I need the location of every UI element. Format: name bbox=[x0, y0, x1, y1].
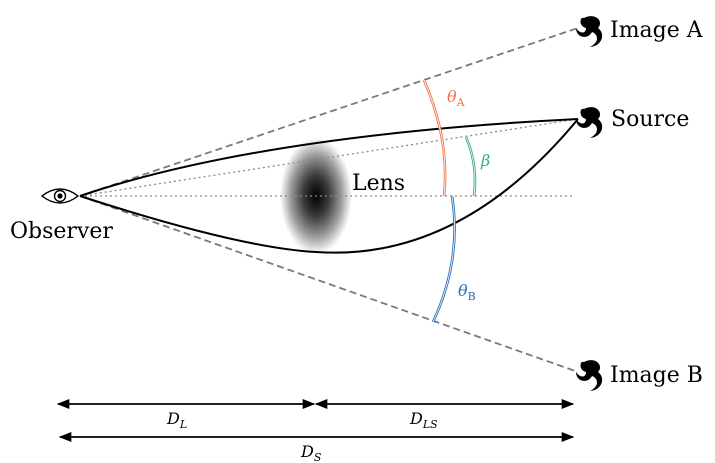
image-a-label: Image A bbox=[610, 18, 704, 43]
source-galaxy-icon bbox=[576, 107, 603, 138]
source-label: Source bbox=[611, 107, 689, 132]
image-b-label: Image B bbox=[610, 363, 703, 388]
observer-source-dotted-line bbox=[79, 118, 579, 197]
d-ls-label: DLS bbox=[409, 409, 438, 431]
beta-arc bbox=[464, 136, 477, 197]
beta-label: β bbox=[480, 151, 490, 170]
image-a-galaxy-icon bbox=[576, 16, 603, 47]
lens-label: Lens bbox=[352, 171, 405, 196]
beta-arc-inner bbox=[465, 136, 476, 197]
theta-a-arc-inner bbox=[423, 79, 446, 197]
theta-b-arc bbox=[431, 195, 456, 323]
theta-b-label: θB bbox=[458, 281, 476, 303]
eye-icon bbox=[40, 188, 80, 204]
theta-a-label: θA bbox=[447, 87, 466, 109]
observer-image-b-dashed-line bbox=[79, 195, 579, 373]
light-path-lower bbox=[79, 118, 579, 254]
theta-b-arc-inner bbox=[432, 195, 455, 323]
observer-label: Observer bbox=[10, 219, 113, 244]
image-b-galaxy-icon bbox=[576, 360, 603, 391]
d-l-label: DL bbox=[166, 409, 187, 431]
light-path-upper bbox=[79, 118, 579, 197]
d-s-label: DS bbox=[300, 442, 322, 463]
